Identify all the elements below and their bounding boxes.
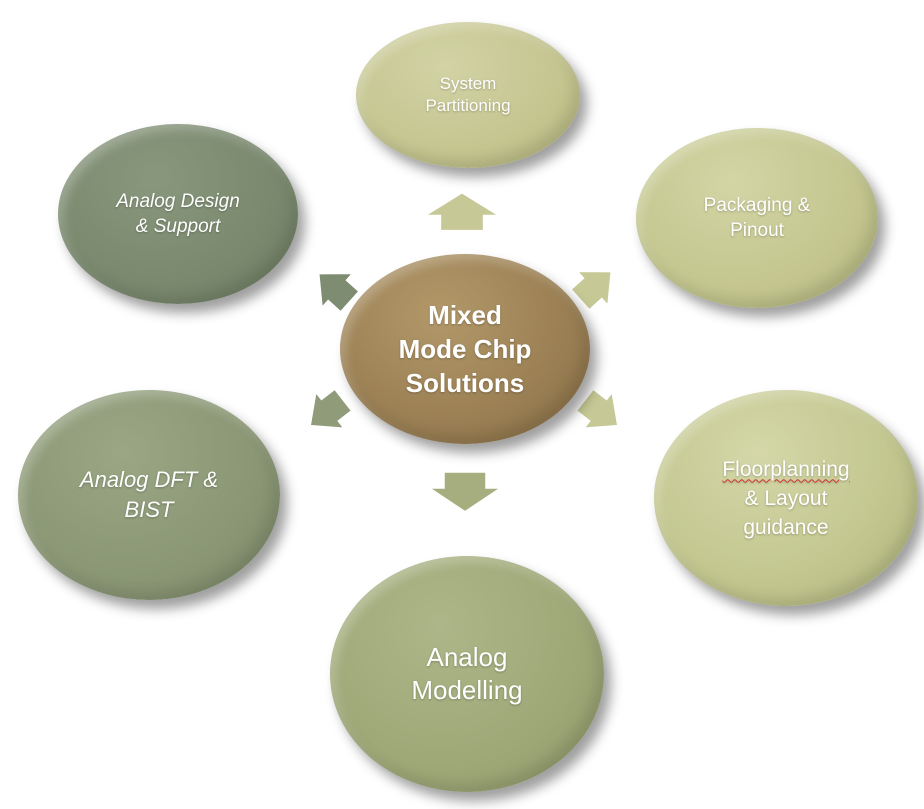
node-label: Analog Modelling bbox=[411, 642, 523, 705]
node-floorplanning-layout: Floorplanning & Layout guidance bbox=[654, 390, 918, 606]
arrow-down-icon bbox=[426, 471, 504, 514]
node-label-group: Floorplanning & Layout guidance bbox=[722, 455, 849, 542]
center-node-mixed-mode-chip-solutions: Mixed Mode Chip Solutions bbox=[340, 254, 590, 444]
node-label-rest: & Layout guidance bbox=[743, 486, 829, 539]
arrow-upper-right-icon bbox=[569, 270, 613, 312]
node-label: Packaging & Pinout bbox=[703, 195, 811, 241]
node-analog-design-support: Analog Design & Support bbox=[58, 124, 298, 304]
node-label: Analog Design & Support bbox=[116, 191, 240, 237]
node-analog-modelling: Analog Modelling bbox=[330, 556, 604, 792]
node-label: System Partitioning bbox=[425, 74, 511, 115]
node-system-partitioning: System Partitioning bbox=[356, 22, 580, 168]
node-packaging-pinout: Packaging & Pinout bbox=[636, 128, 878, 308]
arrow-up-icon bbox=[422, 191, 502, 232]
center-label: Mixed Mode Chip Solutions bbox=[398, 300, 532, 398]
arrow-lower-right-icon bbox=[575, 387, 619, 430]
arrow-lower-left-icon bbox=[309, 387, 353, 430]
spellcheck-underlined-word: Floorplanning bbox=[722, 457, 850, 481]
node-label: Analog DFT & BIST bbox=[79, 467, 219, 522]
node-analog-dft-bist: Analog DFT & BIST bbox=[18, 390, 280, 600]
arrow-upper-left-icon bbox=[317, 272, 361, 314]
